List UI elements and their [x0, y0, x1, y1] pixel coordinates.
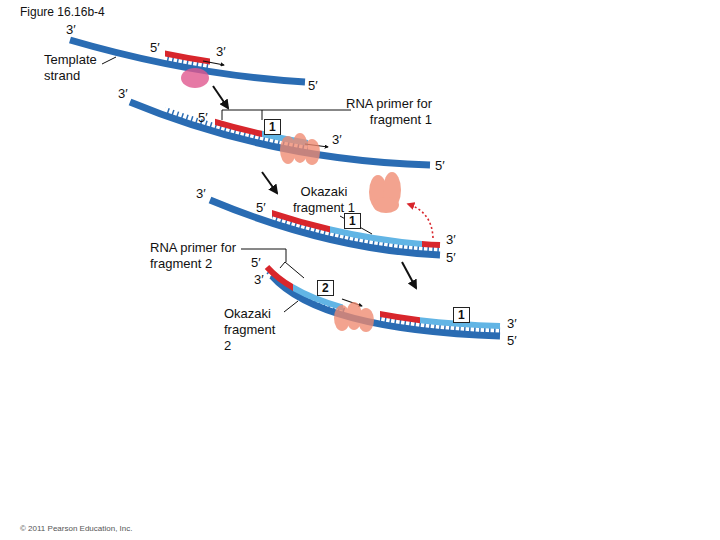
strand-end: 5′: [251, 255, 261, 271]
primer-label: RNA primer for fragment 2: [150, 240, 240, 272]
strand-end: 5′: [150, 40, 160, 56]
strand-end: 3′: [507, 316, 517, 332]
strand-end: 5′: [198, 110, 208, 126]
strand-end: 3′: [216, 44, 226, 60]
strand-end: 5′: [446, 250, 456, 266]
fragment-label: Okazaki fragment 1: [282, 184, 366, 216]
strand-end: 3′: [446, 232, 456, 248]
okazaki-dna: [130, 92, 500, 327]
fragment-number: 1: [458, 308, 465, 322]
strand-end: 3′: [254, 272, 264, 288]
fragment-number: 1: [349, 214, 356, 228]
strand-end: 5′: [308, 78, 318, 94]
fragment-label: Okazaki fragment 2: [224, 306, 282, 354]
strand-label: Template strand: [44, 52, 102, 84]
strand-end: 3′: [196, 186, 206, 202]
template-strand: [70, 40, 500, 336]
strand-end: 5′: [507, 333, 517, 349]
primer-label: RNA primer for fragment 1: [320, 96, 432, 128]
strand-end: 3′: [66, 22, 76, 38]
fragment-number-box: 2: [317, 280, 334, 296]
strand-end: 3′: [118, 86, 128, 102]
strand-end: 5′: [256, 200, 266, 216]
strand-end: 3′: [332, 132, 342, 148]
figure-title: Figure 16.16b-4: [20, 5, 105, 19]
fragment-number-box: 1: [344, 213, 361, 229]
rna-primer: [70, 30, 500, 327]
fragment-number: 2: [322, 281, 329, 295]
fragment-number: 1: [269, 120, 276, 134]
base-pair-rungs: [70, 35, 500, 331]
dna-polymerase: [280, 133, 401, 332]
fragment-number-box: 1: [453, 307, 470, 323]
leader-line: [102, 57, 372, 312]
fragment-number-box: 1: [264, 119, 281, 135]
release-arrow: [408, 204, 433, 238]
copyright: © 2011 Pearson Education, Inc.: [20, 524, 132, 534]
synthesis-arrow: [203, 61, 362, 306]
primase: [181, 68, 209, 88]
strand-end: 5′: [435, 158, 445, 174]
